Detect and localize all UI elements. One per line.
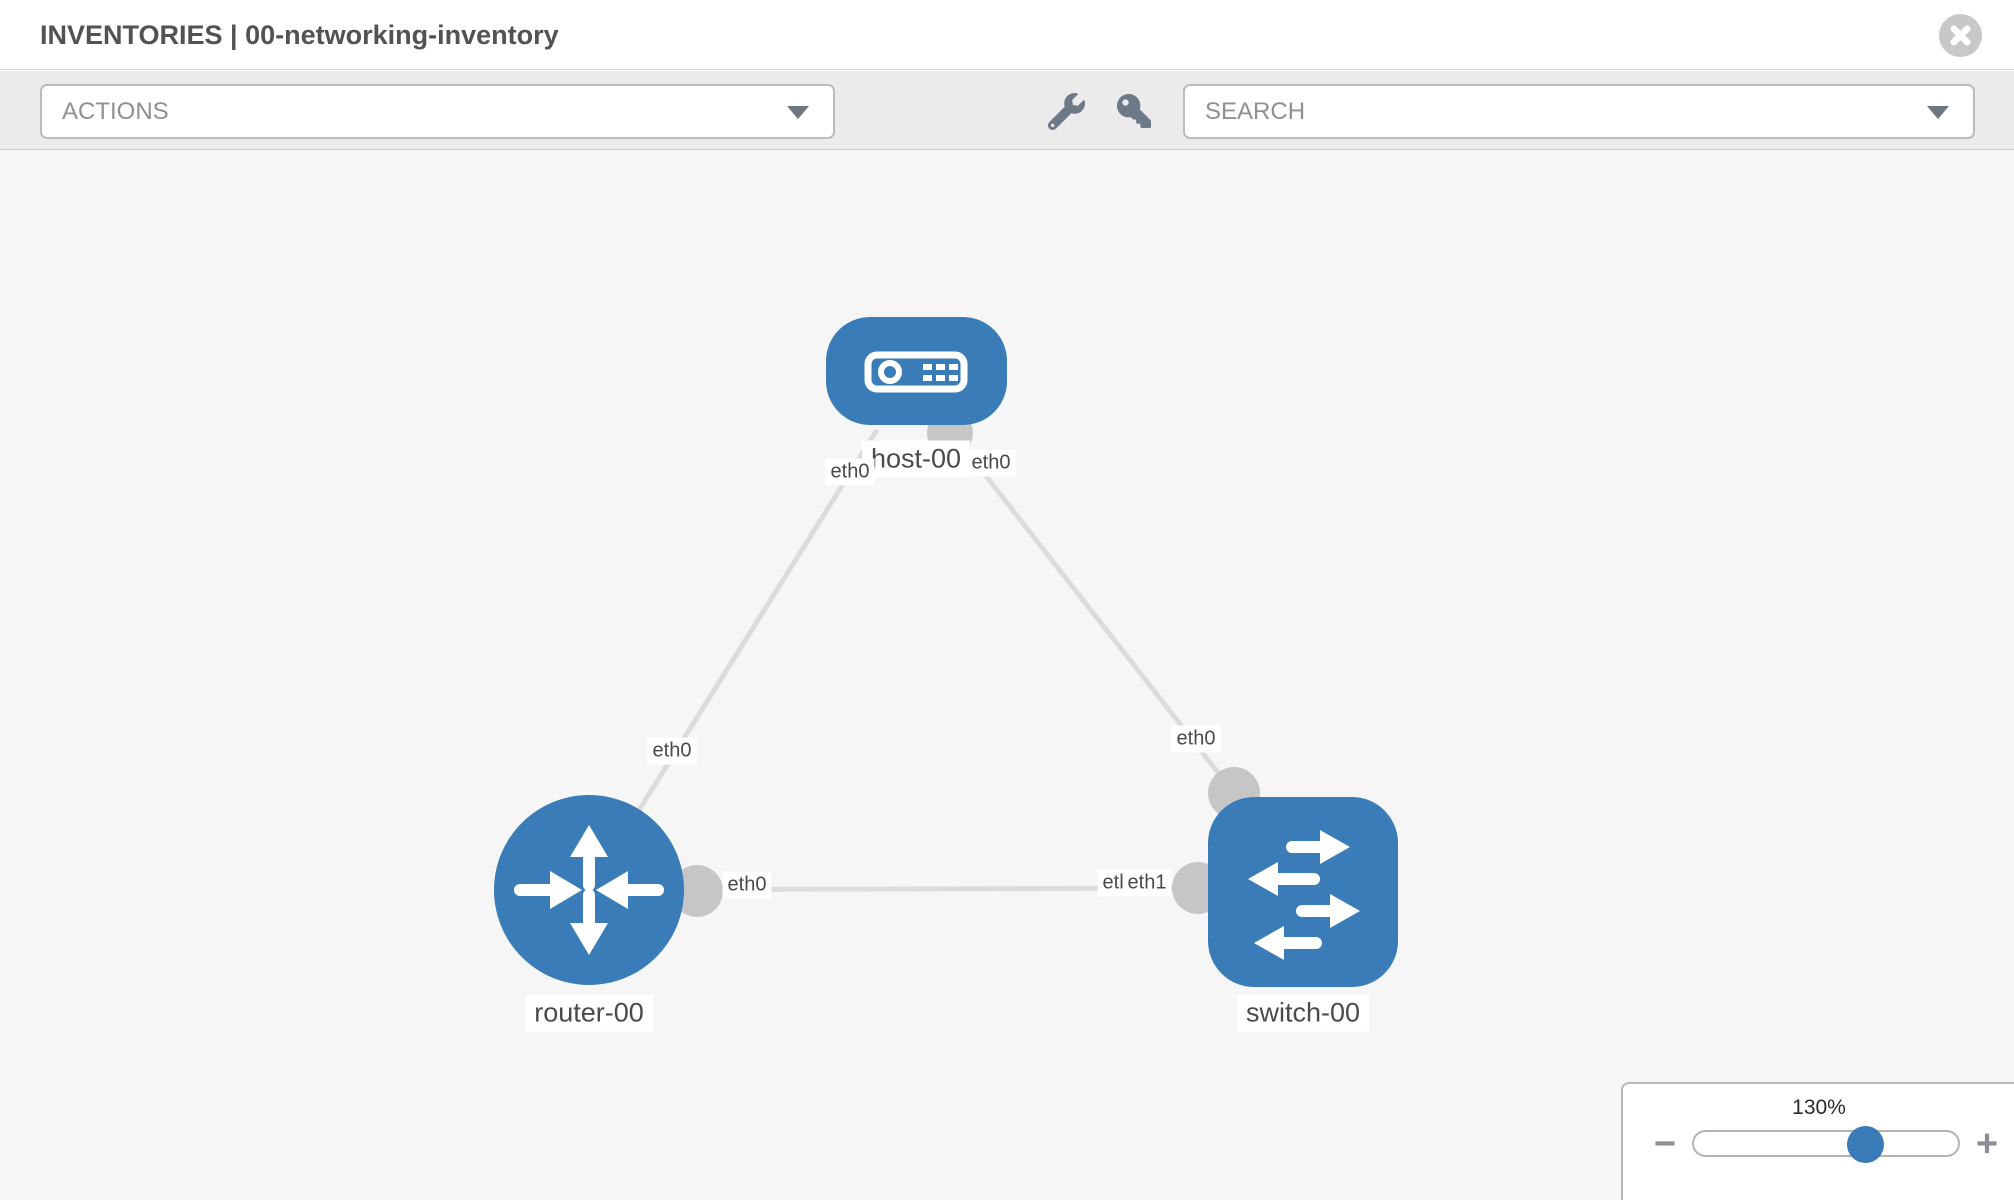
plus-icon: + bbox=[1975, 1123, 1999, 1165]
header: INVENTORIES | 00-networking-inventory bbox=[0, 0, 2014, 70]
interface-label-eth0: eth0 bbox=[1171, 725, 1221, 753]
actions-dropdown[interactable]: ACTIONS bbox=[40, 84, 835, 139]
close-button[interactable] bbox=[1939, 14, 1982, 57]
node-host-00[interactable] bbox=[826, 317, 1007, 425]
host-icon bbox=[864, 351, 968, 393]
actions-dropdown-label: ACTIONS bbox=[62, 97, 169, 125]
search-dropdown[interactable] bbox=[1183, 84, 1975, 139]
configure-button[interactable] bbox=[1046, 91, 1086, 131]
zoom-in-button[interactable]: + bbox=[1967, 1124, 2007, 1164]
interface-label-eth0: eth0 bbox=[647, 737, 697, 765]
interface-label-eth1: eth1 bbox=[1122, 869, 1172, 897]
switch-icon bbox=[1248, 830, 1360, 960]
node-label-router-00: router-00 bbox=[525, 994, 653, 1032]
search-input[interactable] bbox=[1185, 86, 1973, 137]
interface-connector bbox=[671, 865, 723, 917]
key-icon bbox=[1117, 94, 1151, 128]
links-layer bbox=[586, 410, 1260, 917]
zoom-slider-track[interactable] bbox=[1692, 1126, 1960, 1163]
toolbar: ACTIONS bbox=[0, 71, 2014, 150]
page-title: INVENTORIES | 00-networking-inventory bbox=[40, 20, 559, 50]
zoom-level-value: 130% bbox=[1792, 1096, 1846, 1119]
interface-label-eth0: eth0 bbox=[722, 871, 772, 899]
minus-icon: − bbox=[1653, 1123, 1677, 1165]
chevron-down-icon bbox=[1927, 105, 1949, 119]
close-icon bbox=[1950, 25, 1971, 46]
zoom-slider-thumb[interactable] bbox=[1847, 1126, 1884, 1163]
interface-label-eth0: eth0 bbox=[966, 449, 1016, 477]
wrench-icon bbox=[1047, 92, 1085, 130]
chevron-down-icon bbox=[787, 105, 809, 119]
zoom-panel: 130% − + bbox=[1621, 1082, 2014, 1200]
topology-canvas[interactable]: host-00 router-00 switch-00 eth0 eth0 et… bbox=[0, 150, 2014, 1200]
node-switch-00[interactable] bbox=[1208, 797, 1398, 987]
zoom-out-button[interactable]: − bbox=[1645, 1124, 1685, 1164]
node-router-00[interactable] bbox=[494, 795, 684, 985]
router-icon bbox=[514, 825, 664, 955]
node-label-host-00: host-00 bbox=[861, 440, 971, 478]
interface-label-eth0: eth0 bbox=[825, 458, 875, 486]
node-label-switch-00: switch-00 bbox=[1236, 994, 1370, 1032]
credentials-button[interactable] bbox=[1114, 91, 1154, 131]
